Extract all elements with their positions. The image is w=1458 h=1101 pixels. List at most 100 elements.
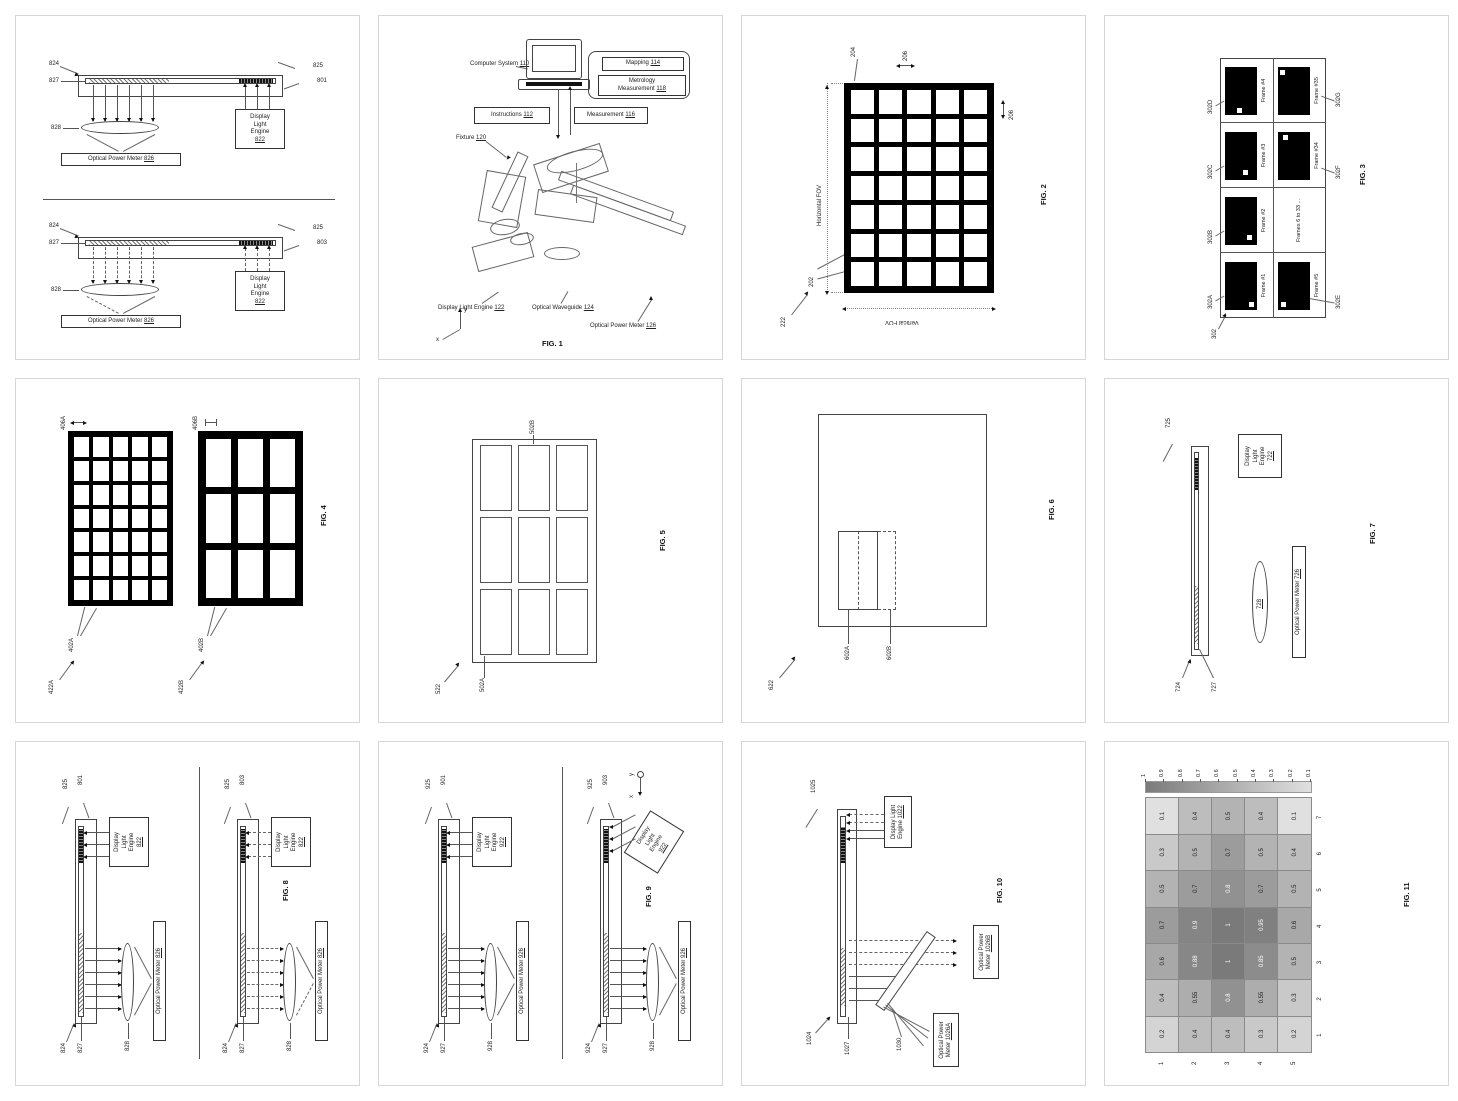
- incoupler-region: [239, 241, 273, 245]
- frame-image: [1225, 67, 1257, 115]
- heatmap-cell: 1: [1211, 905, 1246, 945]
- shape: [255, 83, 259, 87]
- drawing-shape: Measurement: [587, 111, 624, 118]
- drawing-shape: [848, 1017, 849, 1039]
- pixel-cell: [112, 532, 129, 553]
- ref-302D: 302D: [1208, 99, 1214, 114]
- shape: [283, 83, 300, 90]
- fig6-drawing: 602A 602B 622 FIG. 6: [749, 386, 1079, 716]
- opm-number: 826: [155, 947, 162, 958]
- page-6[interactable]: 502A 502B 522 FIG. 5: [378, 378, 723, 723]
- fig8-label: FIG. 8: [281, 880, 290, 901]
- heatmap-cell: 0.55: [1244, 978, 1279, 1017]
- frame-caption: Frame #34: [1314, 142, 1320, 169]
- drawing-shape: [849, 830, 884, 831]
- pixel-cell: [238, 439, 263, 488]
- shape: [481, 947, 485, 951]
- pixel-cell: [851, 118, 875, 143]
- laptop-screen-inner: [532, 45, 576, 72]
- pixel-cell: [93, 532, 109, 553]
- heatmap-cell: 0.5: [1277, 869, 1312, 908]
- shape: [103, 280, 107, 284]
- outcoupler-region: [241, 933, 245, 1013]
- fov-cell: [556, 517, 588, 583]
- ref-302E: 302E: [1336, 294, 1342, 309]
- converge-line: [134, 983, 152, 1016]
- dle-line: Light: [253, 283, 267, 290]
- page-5[interactable]: 406A 402A 422A 406B 402B 422B FIG. 4: [15, 378, 360, 723]
- lit-pixel: [1243, 170, 1248, 175]
- shape: [243, 1017, 244, 1041]
- shape: [83, 831, 87, 835]
- pixel-cell: [963, 204, 987, 229]
- fig5-label: FIG. 5: [658, 530, 667, 551]
- ref-422A: 422A: [49, 679, 55, 694]
- page-3[interactable]: Horizontal FOV Vertical FOV 204 206 206 …: [741, 15, 1086, 360]
- heatmap-cell: 0.55: [1178, 978, 1213, 1017]
- frame-image: [1278, 132, 1310, 180]
- pixel-cell: [132, 508, 148, 529]
- ray-line: [610, 1008, 646, 1009]
- drawing-shape: [1001, 100, 1005, 104]
- pixel-cell: [879, 233, 903, 258]
- opm-number: 826: [144, 155, 155, 162]
- pixel-cell: [270, 494, 295, 543]
- pixel-cell: [963, 233, 987, 258]
- drawing-shape: Measurement: [618, 85, 655, 92]
- fig10-label: FIG. 10: [995, 877, 1004, 903]
- pixel-cell: [74, 556, 90, 577]
- waveguide-strip: [85, 240, 276, 246]
- shape: [127, 280, 131, 284]
- shape: [643, 1007, 647, 1011]
- ref-n824: 824: [49, 61, 60, 67]
- frame-caption: Frame #2: [1261, 208, 1267, 233]
- page-2[interactable]: Computer System 110 Mapping 114 Metrolog…: [378, 15, 723, 360]
- pixel-cell: [206, 494, 231, 543]
- dle-number: 922: [499, 837, 506, 848]
- y-tick: 1: [1158, 1061, 1165, 1065]
- ray-line: [257, 248, 258, 271]
- drawing-shape: 722: [1267, 451, 1274, 462]
- lens-ellipse: [81, 121, 159, 134]
- dle-line: Display: [477, 832, 483, 852]
- lit-pixel: [1281, 302, 1286, 307]
- shape: [643, 947, 647, 951]
- ref-1027: 1027: [845, 1041, 851, 1055]
- colorbar-tick-label: 0.6: [1214, 769, 1221, 777]
- opm-text: Optical Power Meter: [87, 317, 143, 324]
- ray-line: [449, 844, 472, 845]
- optical-power-meter-box: Optical Power Meter 826: [315, 921, 328, 1041]
- shape: [280, 947, 284, 951]
- frame-image: [1225, 262, 1257, 310]
- ray-line: [247, 996, 283, 997]
- page-11[interactable]: 1025 1024 1027 Display Light Engine 1022: [741, 741, 1086, 1086]
- drawing-shape: [848, 610, 849, 644]
- drawing-shape: [849, 838, 884, 839]
- heatmap-cell: 0.88: [1178, 942, 1213, 981]
- ref-724: 724: [1176, 681, 1182, 692]
- drawing-shape: [637, 299, 653, 322]
- ref-n825: 825: [63, 778, 69, 789]
- drawing-shape: Mapping 114: [626, 60, 660, 68]
- ref-n924: 924: [586, 1042, 592, 1053]
- fov-cell: [556, 445, 588, 511]
- dle-line: Light: [484, 835, 491, 849]
- ray-line: [93, 85, 94, 121]
- pixel-cell: [132, 484, 148, 505]
- drawing-shape: [70, 421, 74, 425]
- heatmap-cell: 0.8: [1211, 978, 1246, 1017]
- ref-206b: 206: [1009, 109, 1015, 120]
- ref-n827: 827: [49, 78, 60, 84]
- lens-ellipse: [646, 943, 659, 1021]
- ref-n827: 827: [49, 240, 60, 246]
- pixel-cell: [879, 90, 903, 114]
- drawing-shape: Instructions 112: [491, 112, 533, 120]
- page-7[interactable]: 602A 602B 622 FIG. 6: [741, 378, 1086, 723]
- page-4[interactable]: 302A 302B 302C 302D 302 302E 302F 302G F…: [1104, 15, 1449, 360]
- heatmap-cell: 0.3: [1244, 1014, 1279, 1053]
